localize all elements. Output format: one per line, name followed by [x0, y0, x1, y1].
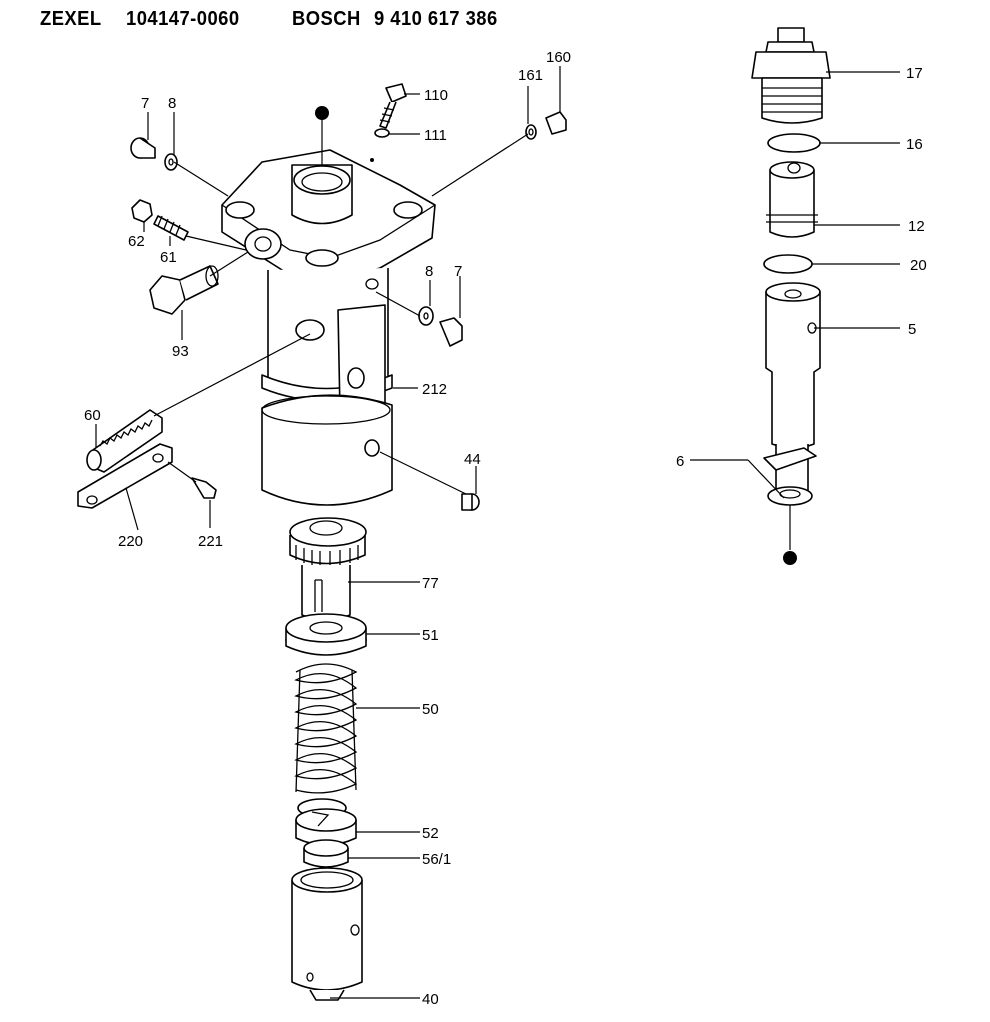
- callout-7-upper: 7: [141, 95, 149, 112]
- callout-161: 161: [518, 67, 543, 84]
- washer-111: [374, 128, 390, 138]
- callout-212: 212: [422, 381, 447, 398]
- screw-160: [545, 111, 567, 135]
- screw-7-lower: [439, 317, 463, 347]
- screw-7-upper: [130, 137, 156, 159]
- control-sleeve-212: [261, 394, 393, 506]
- callout-61: 61: [160, 249, 177, 266]
- callout-16: 16: [906, 136, 923, 153]
- bosch-part-number: 9 410 617 386: [374, 8, 498, 30]
- pump-barrel-housing: [261, 268, 393, 413]
- zexel-part-number: 104147-0060: [126, 8, 240, 30]
- callout-51: 51: [422, 627, 439, 644]
- brand-bosch: BOSCH: [292, 8, 361, 30]
- callout-110: 110: [424, 87, 448, 104]
- callout-labels: 7 8 110 111 161 160 62 61 93 8 7 212 60 …: [84, 49, 927, 1008]
- callout-6: 6: [676, 453, 684, 470]
- roller-tappet-40: [291, 867, 363, 1001]
- callout-40: 40: [422, 991, 439, 1008]
- brand-zexel: ZEXEL: [40, 8, 102, 30]
- callout-17: 17: [906, 65, 923, 82]
- callout-8-lower: 8: [425, 263, 433, 280]
- callout-20: 20: [910, 257, 927, 274]
- callout-8-upper: 8: [168, 95, 176, 112]
- callout-5: 5: [908, 321, 916, 338]
- rack-guide-220: [77, 443, 173, 509]
- plunger-spring-50: [294, 663, 358, 794]
- lower-spring-seat-52: [295, 798, 357, 846]
- shim-56-1: [303, 839, 349, 868]
- control-rack-60: [86, 409, 163, 473]
- plunger-tip-6: [763, 444, 817, 506]
- delivery-valve-holder-17: [751, 27, 831, 124]
- washer-8-lower: [418, 306, 434, 326]
- callout-52: 52: [422, 825, 439, 842]
- callout-12: 12: [908, 218, 925, 235]
- callout-56-1: 56/1: [422, 851, 451, 868]
- washer-8-upper: [164, 153, 178, 171]
- diagram-header: ZEXEL 104147-0060 BOSCH 9 410 617 386: [40, 8, 600, 38]
- banjo-bolt-93: [149, 265, 219, 315]
- leader-lines: [95, 66, 900, 999]
- o-ring-20: [763, 254, 813, 274]
- callout-50: 50: [422, 701, 439, 718]
- screw-61: [153, 215, 189, 241]
- reference-dot-top: [315, 106, 329, 120]
- o-ring-16: [767, 133, 821, 153]
- callout-62: 62: [128, 233, 145, 250]
- washer-161: [525, 124, 537, 140]
- screw-221: [191, 477, 217, 499]
- callout-77: 77: [422, 575, 439, 592]
- nut-62: [131, 199, 153, 223]
- plunger-element-5: [765, 282, 821, 449]
- callout-220: 220: [118, 533, 143, 550]
- callout-44: 44: [464, 451, 481, 468]
- pin-44: [461, 493, 480, 511]
- callout-221: 221: [198, 533, 223, 550]
- callout-93: 93: [172, 343, 189, 360]
- callout-60: 60: [84, 407, 101, 424]
- bolt-110: [379, 83, 407, 129]
- control-gear-77: [289, 517, 367, 621]
- callout-7-lower: 7: [454, 263, 462, 280]
- callout-160: 160: [546, 49, 571, 66]
- pump-flange-head: [221, 149, 436, 283]
- reference-dot-bottom: [783, 551, 797, 565]
- callout-111: 111: [424, 127, 447, 144]
- upper-spring-seat-51: [285, 613, 367, 656]
- delivery-valve-12: [766, 161, 818, 238]
